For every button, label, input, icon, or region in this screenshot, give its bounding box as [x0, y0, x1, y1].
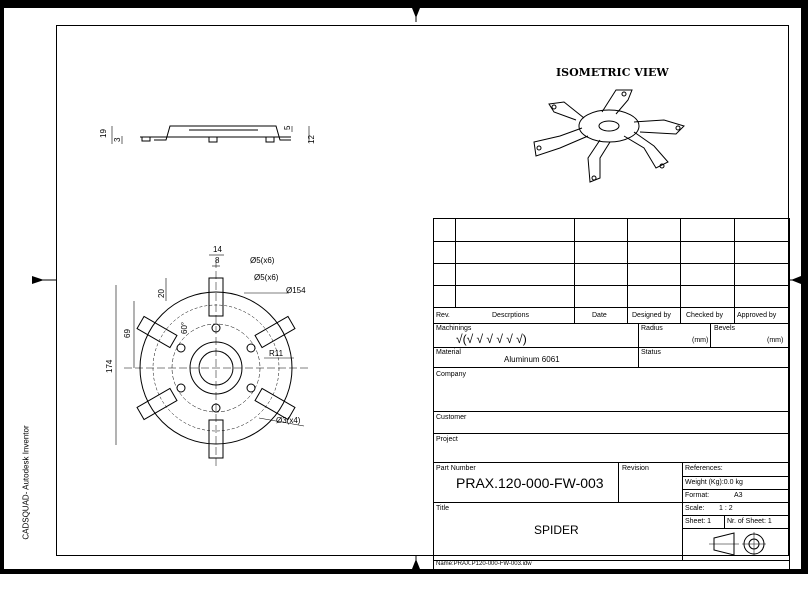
header-checked-by: Checked by	[686, 312, 723, 319]
title-value: SPIDER	[534, 523, 579, 537]
sheet-number: Sheet: 1	[685, 518, 712, 525]
dim-hole-3x4: Ø3(x4)	[276, 416, 301, 425]
header-rev: Rev.	[436, 312, 450, 319]
drawing-sheet: CADSQUAD- Autodesk Inventor ISOMETRIC VI…	[4, 8, 801, 570]
part-number-label: Part Number	[436, 465, 476, 472]
dim-diameter-154: Ø154	[286, 286, 306, 295]
dim-174: 174	[105, 359, 114, 373]
machinings-label: Machinings	[436, 325, 472, 332]
header-approved-by: Approved by	[737, 312, 777, 319]
dim-hole-5x6-b: Ø5(x6)	[254, 273, 279, 282]
format-value: A3	[734, 492, 743, 499]
title-label: Title	[436, 505, 449, 512]
revision-label: Revision	[622, 465, 649, 472]
dim-side-3: 3	[113, 137, 122, 142]
isometric-view-title: ISOMETRIC VIEW	[556, 66, 669, 79]
material-label: Material	[436, 349, 461, 356]
bevels-unit: (mm)	[767, 337, 784, 344]
dim-width-8: 8	[215, 256, 220, 265]
radius-unit: (mm)	[692, 337, 709, 344]
top-view: 14 8 Ø5(x6) Ø5(x6) Ø154 20 69 174 60° R1…	[105, 245, 309, 468]
dim-side-19: 19	[99, 129, 108, 138]
isometric-view	[533, 89, 685, 183]
status-label: Status	[641, 349, 661, 356]
dim-20: 20	[157, 289, 166, 298]
scale-label: Scale:	[685, 505, 705, 512]
dim-hole-5x6-a: Ø5(x6)	[250, 256, 275, 265]
company-label: Company	[436, 371, 466, 378]
dim-side-12: 12	[307, 135, 316, 144]
dim-width-14: 14	[213, 245, 222, 254]
bevels-label: Bevels	[714, 325, 736, 332]
centering-marks	[32, 8, 801, 569]
header-date: Date	[592, 312, 607, 319]
drawing-border	[56, 25, 789, 556]
title-block: Rev. Descrptions Date Designed by Checke…	[433, 218, 790, 570]
header-descriptions: Descrptions	[492, 312, 529, 319]
side-view: 19 3 5 12	[99, 125, 316, 144]
number-of-sheets: Nr. of Sheet: 1	[727, 518, 772, 525]
material-value: Aluminum 6061	[504, 355, 560, 364]
customer-label: Customer	[436, 414, 467, 421]
part-number-value: PRAX.120-000-FW-003	[456, 475, 604, 491]
project-label: Project	[436, 436, 458, 443]
scale-value: 1 : 2	[719, 505, 733, 512]
radius-label: Radius	[641, 325, 663, 332]
header-designed-by: Designed by	[632, 312, 671, 319]
dim-side-5: 5	[283, 125, 292, 130]
dim-radius-11: R11	[269, 349, 284, 358]
dim-angle-60: 60°	[180, 322, 189, 334]
weight-value: Weight (Kg):0.0 kg	[685, 479, 743, 486]
projection-symbol-icon	[709, 532, 766, 556]
dim-69: 69	[123, 329, 132, 338]
format-label: Format:	[685, 492, 710, 499]
machinings-symbols: √(√ √ √ √ √ √)	[456, 332, 527, 346]
references-label: References:	[685, 465, 723, 472]
file-name: Name:PRAX.P120-000-FW-003.idw	[436, 561, 532, 567]
